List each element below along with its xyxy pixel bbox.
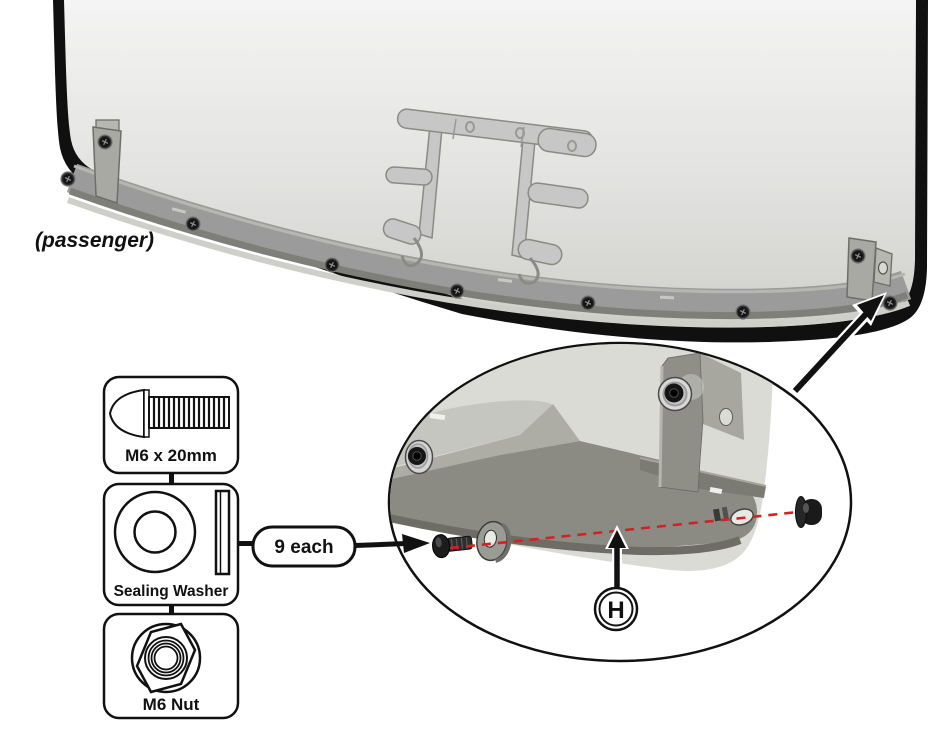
- part-box-washer: Sealing Washer: [102, 482, 240, 607]
- part-label-bolt: M6 x 20mm: [125, 446, 217, 465]
- flange-nut: [795, 496, 822, 528]
- bolt-icon: [108, 388, 230, 439]
- part-box-bolt: M6 x 20mm: [102, 375, 240, 475]
- detail-letter-badge: H: [593, 586, 639, 632]
- quantity-label: 9 each: [274, 537, 333, 558]
- connector: [238, 541, 254, 546]
- arrow-right-icon: [354, 534, 430, 553]
- left-corner-bracket: [92, 119, 122, 205]
- connector: [169, 603, 174, 616]
- nut-icon: [130, 622, 202, 694]
- lower-mount-strip: [66, 163, 912, 328]
- quantity-badge: 9 each: [251, 525, 430, 568]
- screw-icon: [850, 248, 866, 264]
- windshield: [53, 0, 928, 343]
- installed-bolt-top: [657, 376, 693, 412]
- magnified-corner-bracket: [657, 352, 744, 493]
- detail-letter: H: [607, 597, 624, 624]
- connector: [169, 471, 174, 486]
- part-label-nut: M6 Nut: [143, 695, 200, 714]
- washer-icon: [113, 489, 231, 576]
- detail-callout-circle: H: [387, 341, 853, 663]
- passenger-label: (passenger): [35, 229, 154, 252]
- callout-arrow-icon: [790, 292, 887, 395]
- right-corner-bracket: [846, 237, 893, 302]
- part-label-washer: Sealing Washer: [114, 583, 229, 600]
- screw-icon: [97, 134, 113, 150]
- windshield-glass: [64, 0, 916, 328]
- center-clamp-hardware: [382, 108, 597, 285]
- hardware-parts-column: M6 x 20mm Sealing Washer: [102, 375, 254, 720]
- installed-bolt-left: [404, 439, 434, 475]
- part-box-nut: M6 Nut: [102, 612, 240, 720]
- arrow-up-icon: [605, 525, 629, 590]
- alignment-line: [449, 510, 799, 550]
